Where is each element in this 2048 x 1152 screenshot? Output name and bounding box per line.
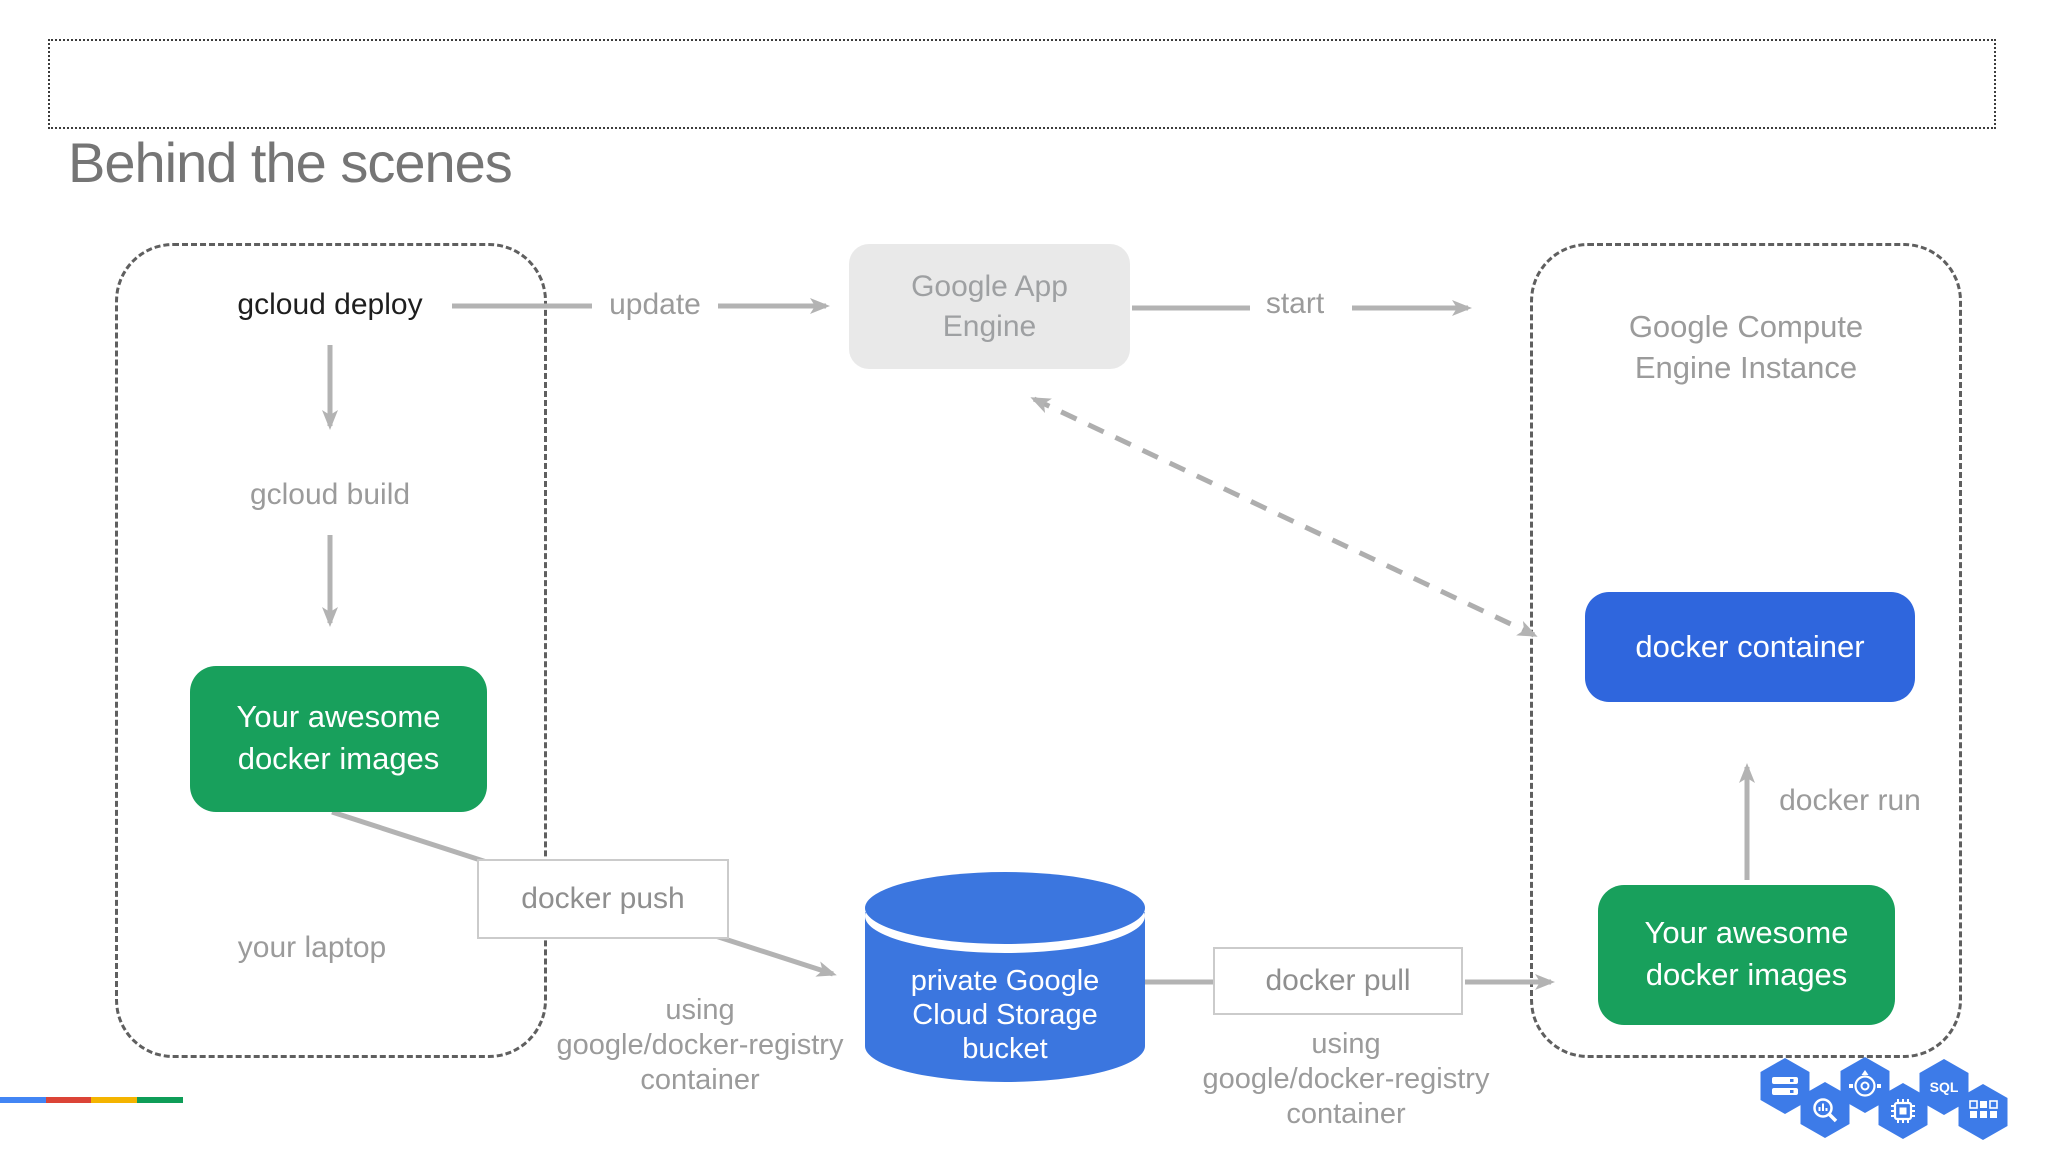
- bigquery-hexagon-icon: [1800, 1082, 1850, 1138]
- gae-line2: Engine: [942, 310, 1037, 343]
- using-line2: google/docker-registry: [1202, 1063, 1490, 1095]
- laptop-group-border: [115, 243, 547, 1058]
- docker-pull-node: docker pull: [1213, 947, 1463, 1015]
- docker-images-line2: docker images: [237, 741, 440, 776]
- bar-green-segment: [137, 1097, 183, 1103]
- docker-images-line1: Your awesome: [236, 699, 441, 734]
- docker-images-node-laptop: Your awesome docker images: [190, 666, 487, 812]
- cloud-sql-hexagon-icon: SQL: [1919, 1059, 1969, 1115]
- google-app-engine-node: Google App Engine: [849, 244, 1130, 369]
- using-line1: using: [1311, 1028, 1381, 1060]
- cloud-console-target-hexagon-icon: [1840, 1057, 1890, 1113]
- using-registry-right: using google/docker-registry container: [1166, 1027, 1526, 1132]
- gce-instance-title: Google Compute Engine Instance: [1546, 306, 1946, 388]
- bucket-line2: Cloud Storage: [912, 999, 1098, 1031]
- bucket-line1: private Google: [910, 965, 1100, 997]
- gce-title-line1: Google Compute: [1628, 309, 1864, 344]
- cylinder-shape: [865, 872, 1145, 1082]
- gcloud-deploy-label: gcloud deploy: [237, 288, 423, 321]
- using-registry-left: using google/docker-registry container: [520, 993, 880, 1098]
- google-colors-bar: [0, 1097, 183, 1103]
- gae-line1: Google App: [911, 270, 1068, 303]
- docker-images-line2: docker images: [1645, 957, 1848, 992]
- bar-yellow-segment: [91, 1097, 137, 1103]
- update-label: update: [609, 288, 701, 321]
- cpu-chip-hexagon-icon: [1878, 1083, 1928, 1139]
- sql-icon-label: SQL: [1930, 1079, 1959, 1095]
- empty-text-placeholder: [48, 39, 1996, 129]
- gcloud-build-label: gcloud build: [249, 478, 411, 511]
- docker-run-label: docker run: [1779, 784, 1921, 817]
- bucket-label: private Google Cloud Storage bucket: [865, 964, 1145, 1066]
- gcp-hexagon-icons: SQL: [1745, 1048, 2048, 1152]
- bar-blue-segment: [0, 1097, 46, 1103]
- using-line2: google/docker-registry: [556, 1029, 844, 1061]
- modules-grid-hexagon-icon: [1958, 1084, 2008, 1140]
- gce-title-line2: Engine Instance: [1634, 350, 1858, 385]
- start-label: start: [1265, 287, 1325, 320]
- cloud-storage-bucket-node: private Google Cloud Storage bucket: [865, 872, 1145, 1084]
- using-line1: using: [665, 994, 735, 1026]
- slide-title: Behind the scenes: [68, 131, 513, 194]
- using-line3: container: [640, 1064, 760, 1096]
- bar-red-segment: [46, 1097, 91, 1103]
- using-line3: container: [1286, 1098, 1406, 1130]
- dashed-arrow-gae-container: [1030, 396, 1538, 638]
- docker-push-node: docker push: [477, 859, 729, 939]
- docker-container-node: docker container: [1585, 592, 1915, 702]
- compute-engine-hexagon-icon: [1760, 1058, 1810, 1114]
- your-laptop-caption: your laptop: [237, 931, 387, 964]
- bucket-line3: bucket: [962, 1033, 1048, 1065]
- docker-images-node-gce: Your awesome docker images: [1598, 885, 1895, 1025]
- compute-engine-group-border: [1530, 243, 1962, 1058]
- docker-images-line1: Your awesome: [1644, 915, 1849, 950]
